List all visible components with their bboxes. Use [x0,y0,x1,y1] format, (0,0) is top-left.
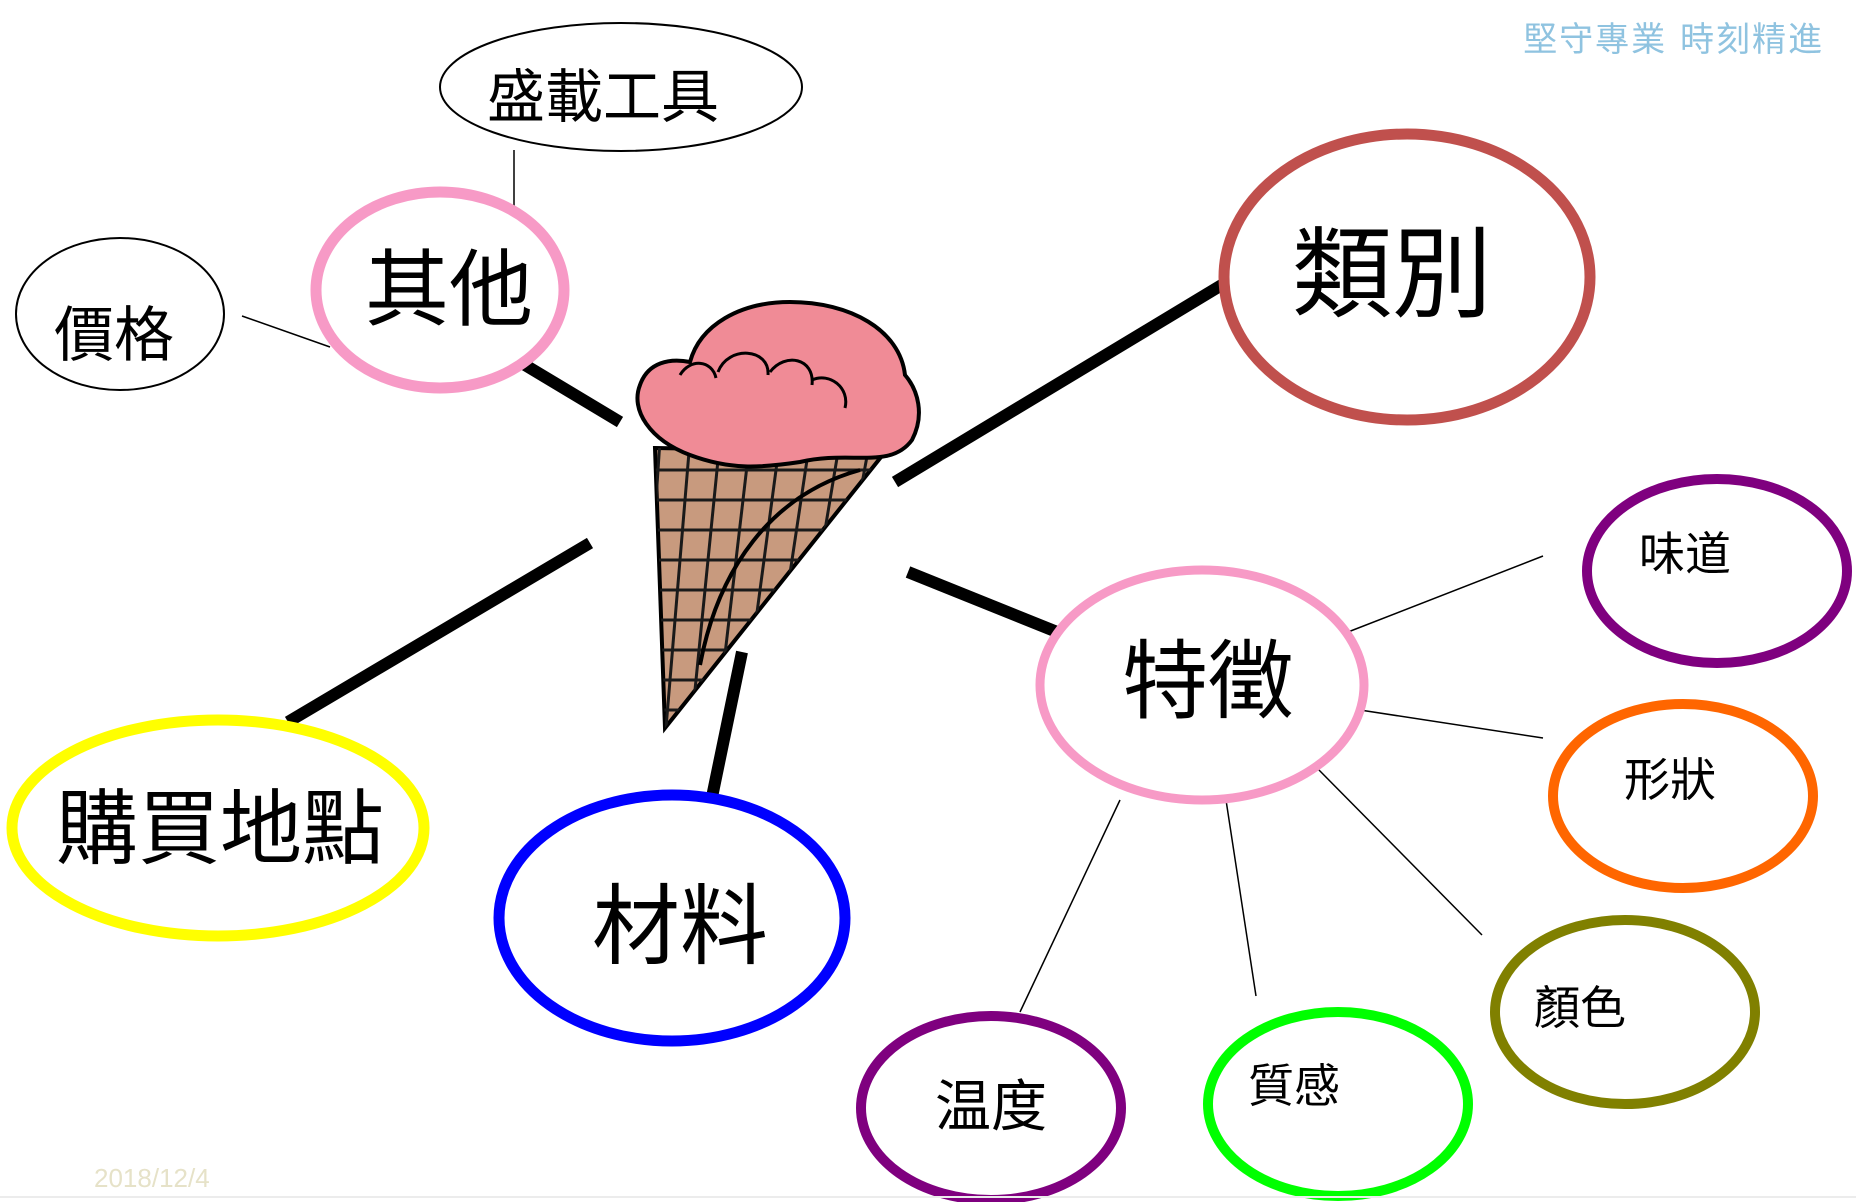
node-temperature-ring [856,1011,1126,1202]
node-color-ring [1490,915,1760,1109]
connector-temperature [1019,799,1121,1013]
footer-date: 2018/12/4 [94,1163,210,1193]
connector-purchase-place [284,537,594,728]
connector-taste [1347,555,1544,633]
node-material-label: 材料 [591,875,769,978]
connector-shape [1359,709,1544,739]
node-price-ring [15,237,225,391]
node-other-label: 其他 [364,241,534,339]
node-feature-ring [1035,565,1369,805]
node-taste-ring [1582,474,1852,668]
connector-texture [1225,799,1257,997]
ice-cream-cone-icon [635,299,921,734]
connector-category [891,277,1229,488]
header-slogan: 堅守專業 時刻精進 [1523,20,1824,60]
connector-material [706,650,748,799]
connector-feature [905,566,1060,638]
node-texture-label: 質感 [1248,1059,1340,1113]
node-shape-ring [1548,699,1818,893]
node-material-ring [493,789,851,1047]
node-category-label: 類別 [1292,216,1492,333]
node-shape-label: 形狀 [1624,753,1716,807]
connector-price [241,315,331,348]
node-taste-label: 味道 [1639,527,1731,581]
node-category-ring [1218,128,1596,426]
node-container-label: 盛載工具 [486,63,720,131]
node-color-label: 顏色 [1534,981,1626,1035]
node-purchase-place-label: 購買地點 [55,782,385,877]
node-temperature-label: 温度 [935,1075,1047,1140]
node-feature-label: 特徵 [1122,632,1294,732]
connector-other [521,359,624,428]
node-price-label: 價格 [54,301,174,371]
bottom-divider [0,1196,1856,1198]
node-other-ring [310,186,570,394]
node-container-ring [439,22,803,152]
node-purchase-place-ring [6,714,430,942]
connector-color [1316,767,1483,936]
